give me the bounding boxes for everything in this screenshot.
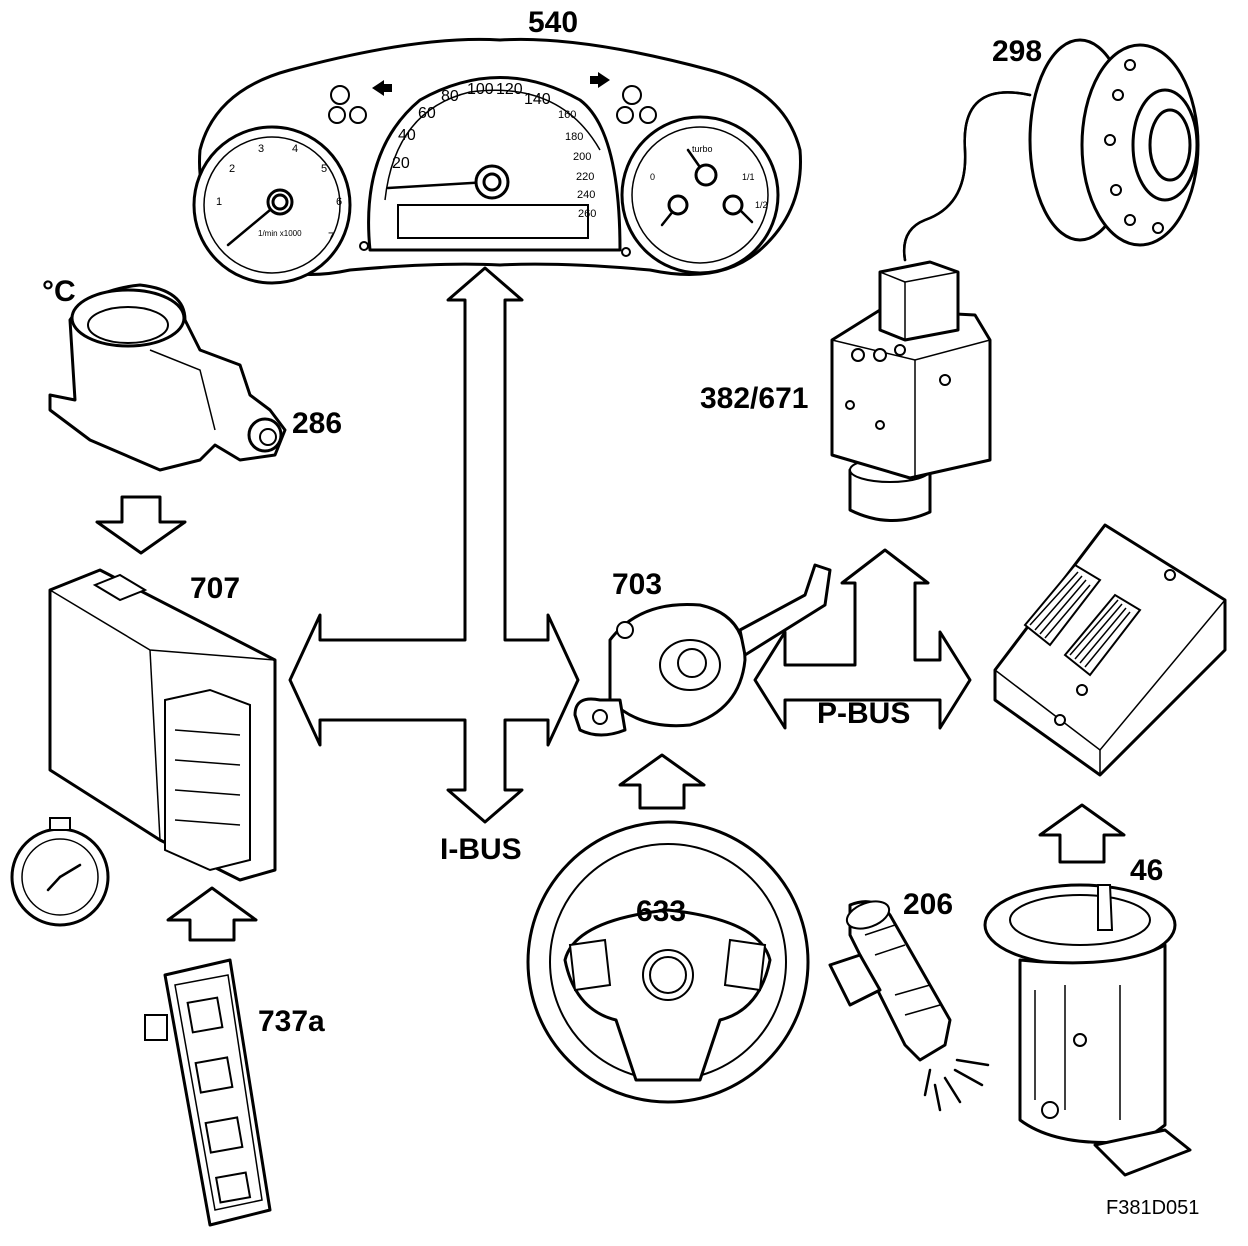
tachometer-scale: 1 2 3 4 5 6 7 1/min x1000 turbo 0 1/1 1/… (216, 143, 768, 243)
speedo-tick: 100 (467, 81, 494, 98)
label-ibus: I-BUS (440, 833, 522, 866)
speedo-tick: 40 (398, 127, 416, 144)
label-temp-symbol: °C (42, 275, 76, 308)
speedo-tick: 180 (565, 131, 583, 143)
label-540: 540 (528, 6, 579, 39)
temperature-sensor (48, 283, 287, 472)
tacho-unit: 1/min x1000 (258, 229, 302, 238)
arrow-pump-to-module (1038, 803, 1126, 864)
label-46: 46 (1130, 854, 1164, 887)
tacho-tick: 7 (328, 231, 334, 243)
instrument-cluster (192, 37, 802, 285)
label-703: 703 (612, 568, 663, 601)
tacho-tick: 4 (292, 143, 298, 155)
steering-wheel (526, 820, 810, 1104)
fuel-injector (828, 900, 990, 1112)
fuel-pump-module (983, 883, 1192, 1177)
speedometer-scale: 20 40 60 80 100 120 140 160 180 200 220 … (392, 81, 596, 220)
tacho-tick: 5 (321, 163, 327, 175)
label-286: 286 (292, 407, 343, 440)
label-737a: 737a (258, 1005, 325, 1038)
label-206: 206 (903, 888, 954, 921)
speedo-tick: 140 (524, 91, 551, 108)
tacho-tick: 3 (258, 143, 264, 155)
figure-code: F381D051 (1106, 1197, 1200, 1219)
speedo-tick: 20 (392, 155, 410, 172)
label-382-671: 382/671 (700, 382, 809, 415)
speedo-tick: 200 (573, 151, 591, 163)
arrow-switch-to-ecu (166, 886, 258, 942)
pbus-arrow (753, 548, 972, 730)
wheel-speed-sensor (902, 38, 1200, 262)
turbo-label: turbo (692, 144, 713, 154)
speedo-tick: 220 (576, 171, 594, 183)
arrow-wheel-to-module (618, 753, 706, 810)
fuel-mark: 1/1 (742, 172, 755, 182)
ibus-arrow (288, 266, 580, 824)
fuel-mark: 1/2 (755, 200, 768, 210)
speedo-tick: 260 (578, 208, 596, 220)
tacho-tick: 2 (229, 163, 235, 175)
tacho-tick: 1 (216, 196, 222, 208)
label-707: 707 (190, 572, 241, 605)
tacho-tick: 6 (336, 196, 342, 208)
label-pbus: P-BUS (817, 697, 911, 730)
label-633: 633 (636, 895, 687, 928)
bus-arrows (95, 266, 1126, 942)
engine-control-module (10, 568, 277, 927)
window-switch-panel (144, 958, 272, 1227)
steering-column-module (573, 563, 832, 737)
control-module (993, 523, 1227, 777)
speedo-tick: 80 (441, 88, 459, 105)
fuel-mark: 0 (650, 172, 655, 182)
speedo-tick: 60 (418, 105, 436, 122)
abs-control-unit (830, 260, 992, 522)
speedo-tick: 120 (496, 81, 523, 98)
speedo-tick: 160 (558, 109, 576, 121)
arrow-temp-to-ecu (95, 495, 187, 555)
speedo-tick: 240 (577, 189, 595, 201)
label-298: 298 (992, 35, 1043, 68)
